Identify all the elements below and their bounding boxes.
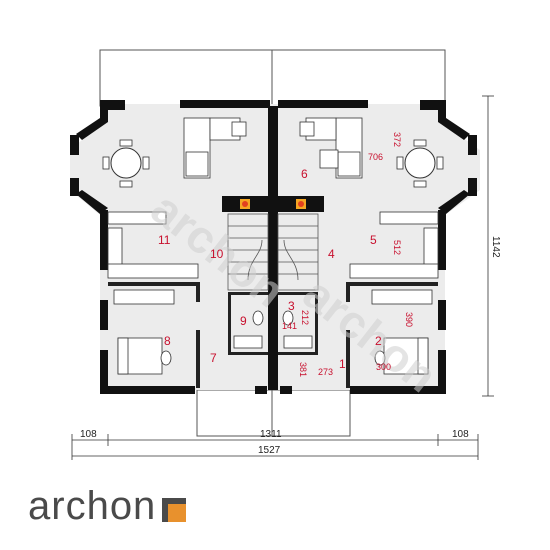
stairs bbox=[227, 213, 319, 291]
outer-walls bbox=[70, 100, 477, 394]
dimension-texts: 108 1311 108 1527 1142 bbox=[80, 236, 501, 456]
room-label-10: 10 bbox=[210, 247, 224, 261]
dim-141: 141 bbox=[282, 321, 297, 331]
room-label-4: 4 bbox=[328, 247, 335, 261]
dim-273: 273 bbox=[318, 367, 333, 377]
dim-300: 300 bbox=[376, 362, 391, 372]
room-dimension-labels: 372 706 512 390 300 212 141 381 273 bbox=[282, 132, 414, 377]
dimension-lines bbox=[71, 95, 494, 460]
dim-706: 706 bbox=[368, 152, 383, 162]
entrance-canopy bbox=[196, 389, 351, 437]
logo-text: archon bbox=[28, 484, 157, 528]
interior-walls bbox=[108, 282, 438, 388]
dim-right: 108 bbox=[452, 429, 469, 440]
party-wall bbox=[268, 106, 278, 390]
dim-372: 372 bbox=[392, 132, 402, 147]
dining-tables bbox=[102, 139, 444, 188]
dim-total: 1527 bbox=[258, 445, 281, 456]
room-label-6: 6 bbox=[301, 167, 308, 181]
room-label-3: 3 bbox=[288, 299, 295, 313]
room-label-9: 9 bbox=[240, 314, 247, 328]
logo-mark-icon bbox=[162, 498, 187, 522]
fireplaces bbox=[222, 196, 324, 212]
dim-381: 381 bbox=[298, 362, 308, 377]
room-label-7: 7 bbox=[210, 351, 217, 365]
wardrobes bbox=[113, 289, 433, 305]
kitchen-counters bbox=[107, 211, 439, 279]
room-label-11: 11 bbox=[158, 233, 171, 247]
dim-height: 1142 bbox=[490, 236, 501, 258]
room-label-2: 2 bbox=[375, 334, 382, 348]
dim-390: 390 bbox=[404, 312, 414, 327]
room-labels: 12 6 11 10 4 5 3 9 8 7 1 2 bbox=[158, 167, 382, 371]
room-label-1: 1 bbox=[339, 357, 346, 371]
dim-512: 512 bbox=[392, 240, 402, 255]
sofas bbox=[183, 117, 363, 179]
dim-212: 212 bbox=[300, 310, 310, 325]
room-label-5: 5 bbox=[370, 233, 377, 247]
bathroom-fixtures bbox=[160, 310, 386, 366]
archon-logo: archon bbox=[28, 484, 187, 528]
room-label-8: 8 bbox=[164, 334, 171, 348]
dim-center: 1311 bbox=[260, 429, 282, 440]
dim-left: 108 bbox=[80, 429, 97, 440]
